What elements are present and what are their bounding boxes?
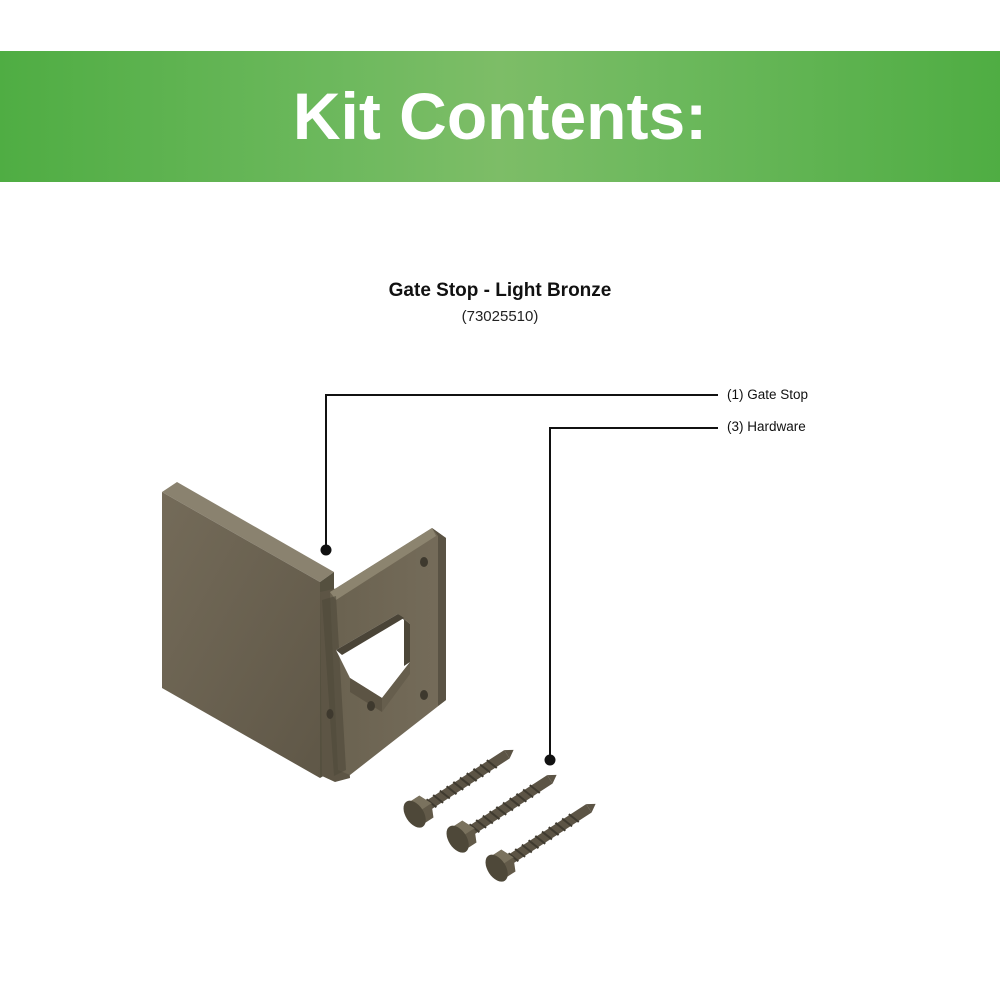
- leader-line-hardware: [544, 427, 718, 766]
- leader-line-gate-stop: [320, 394, 718, 556]
- hex-screws-icon: [403, 749, 596, 882]
- header-banner: Kit Contents:: [0, 51, 1000, 182]
- callout-label-hardware: (3) Hardware: [727, 419, 806, 434]
- screw-icon: [446, 774, 557, 853]
- product-name: Gate Stop - Light Bronze: [388, 280, 612, 301]
- screw-icon: [403, 749, 514, 828]
- page-title: Kit Contents:: [292, 79, 708, 153]
- screw-icon: [485, 803, 596, 882]
- product-sku: (73025510): [461, 308, 539, 325]
- callout-label-gate-stop: (1) Gate Stop: [727, 387, 809, 402]
- gate-stop-bracket-icon: [162, 482, 446, 782]
